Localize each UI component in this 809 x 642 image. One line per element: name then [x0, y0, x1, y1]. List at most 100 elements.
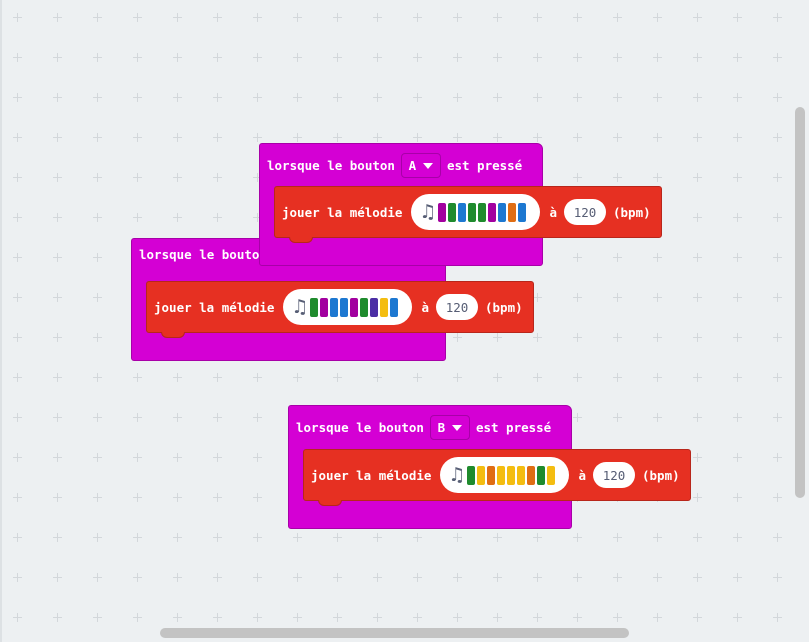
grid-mark [693, 413, 702, 422]
melody-field[interactable]: ♫ [440, 457, 570, 493]
grid-mark [733, 413, 742, 422]
grid-mark [213, 173, 222, 182]
grid-mark [13, 493, 22, 502]
grid-mark [213, 133, 222, 142]
event-block-button-b[interactable]: lorsque le bouton B est pressé jouer la … [288, 405, 691, 529]
grid-mark [173, 373, 182, 382]
grid-mark [493, 13, 502, 22]
melody-cell [438, 202, 447, 222]
grid-mark [453, 13, 462, 22]
button-dropdown[interactable]: A [400, 153, 441, 178]
grid-mark [133, 53, 142, 62]
grid-mark [573, 573, 582, 582]
grid-mark [773, 213, 782, 222]
button-dropdown-value: B [437, 420, 446, 435]
grid-mark [653, 13, 662, 22]
grid-mark [613, 13, 622, 22]
melody-cell [448, 202, 457, 222]
grid-mark [173, 133, 182, 142]
grid-mark [133, 373, 142, 382]
melody-field[interactable]: ♫ [283, 289, 413, 325]
grid-mark [253, 173, 262, 182]
grid-mark [213, 613, 222, 622]
at-label: à [421, 299, 429, 315]
grid-mark [213, 493, 222, 502]
button-dropdown[interactable]: B [429, 415, 470, 440]
grid-mark [493, 53, 502, 62]
grid-mark [133, 133, 142, 142]
grid-mark [613, 533, 622, 542]
grid-mark [773, 333, 782, 342]
grid-mark [373, 53, 382, 62]
grid-mark [93, 453, 102, 462]
melody-cell [310, 297, 319, 317]
grid-mark [773, 613, 782, 622]
event-prefix: lorsque le bouton [139, 247, 267, 262]
play-melody-block-2[interactable]: jouer la mélodie ♫ à 120 (bpm) [146, 281, 534, 338]
grid-mark [333, 533, 342, 542]
grid-mark [613, 613, 622, 622]
event-block-button-a[interactable]: lorsque le bouton A est pressé jouer la … [259, 143, 662, 266]
grid-mark [653, 293, 662, 302]
grid-mark [413, 533, 422, 542]
caret-down-icon [423, 162, 434, 169]
tempo-input[interactable]: 120 [564, 199, 606, 225]
grid-mark [93, 533, 102, 542]
grid-mark [773, 413, 782, 422]
grid-mark [493, 533, 502, 542]
grid-mark [533, 573, 542, 582]
grid-mark [373, 13, 382, 22]
event-block-label: lorsque le bouton [139, 247, 267, 262]
grid-mark [173, 573, 182, 582]
grid-mark [533, 93, 542, 102]
play-melody-block-1[interactable]: jouer la mélodie ♫ à 120 (bpm) [274, 186, 662, 243]
melody-field[interactable]: ♫ [411, 194, 541, 230]
grid-mark [653, 93, 662, 102]
grid-mark [733, 13, 742, 22]
grid-mark [333, 373, 342, 382]
melody-cell [330, 297, 339, 317]
grid-mark [573, 373, 582, 382]
vertical-scrollbar[interactable] [795, 107, 805, 498]
caret-down-icon [452, 424, 463, 431]
grid-mark [213, 53, 222, 62]
grid-mark [173, 613, 182, 622]
melody-cell [380, 297, 389, 317]
grid-mark [93, 493, 102, 502]
tempo-input[interactable]: 120 [593, 462, 635, 488]
grid-mark [653, 333, 662, 342]
grid-mark [493, 333, 502, 342]
grid-mark [613, 53, 622, 62]
grid-mark [413, 53, 422, 62]
grid-mark [133, 413, 142, 422]
grid-mark [293, 373, 302, 382]
grid-mark [453, 53, 462, 62]
grid-mark [533, 293, 542, 302]
grid-mark [613, 573, 622, 582]
melody-cell [547, 465, 556, 485]
event-prefix: lorsque le bouton [267, 158, 395, 173]
grid-mark [293, 533, 302, 542]
grid-mark [733, 53, 742, 62]
grid-mark [373, 573, 382, 582]
grid-mark [253, 533, 262, 542]
grid-mark [13, 133, 22, 142]
grid-mark [773, 133, 782, 142]
melody-cell [320, 297, 329, 317]
grid-mark [773, 53, 782, 62]
play-melody-block-3[interactable]: jouer la mélodie ♫ à 120 (bpm) [303, 449, 691, 506]
grid-mark [493, 93, 502, 102]
tempo-input[interactable]: 120 [436, 294, 478, 320]
grid-mark [253, 13, 262, 22]
grid-mark [53, 93, 62, 102]
grid-mark [693, 253, 702, 262]
grid-mark [13, 373, 22, 382]
grid-mark [13, 173, 22, 182]
grid-mark [573, 333, 582, 342]
grid-mark [453, 333, 462, 342]
horizontal-scrollbar[interactable] [160, 628, 629, 638]
grid-mark [53, 573, 62, 582]
grid-mark [693, 293, 702, 302]
block-notch [289, 237, 313, 243]
grid-mark [573, 253, 582, 262]
